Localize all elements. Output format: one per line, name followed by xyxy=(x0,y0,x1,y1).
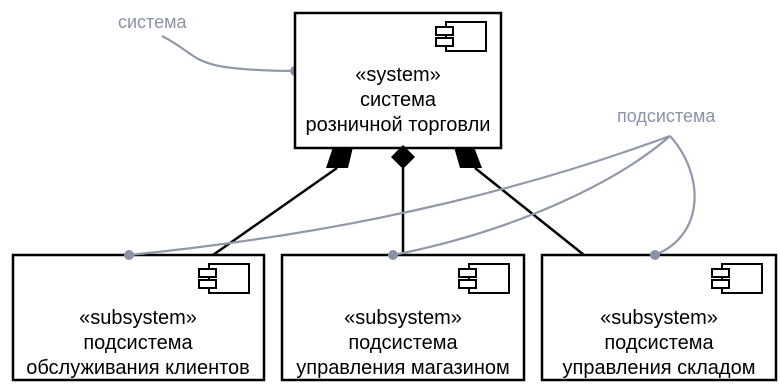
component-icon xyxy=(458,263,510,294)
subsystem-name-line1: подсистема xyxy=(604,332,714,354)
note-system-connector xyxy=(161,35,296,73)
system-box[interactable]: «system» система розничной торговли xyxy=(293,11,503,150)
note-subsystem-anchor xyxy=(388,250,398,260)
subsystem-stereotype: «subsystem» xyxy=(344,307,462,329)
subsystem-box-clients[interactable]: «subsystem» подсистема обслуживания клие… xyxy=(11,253,266,382)
subsystem-name-line1: подсистема xyxy=(348,332,458,354)
subsystem-name-line2: обслуживания клиентов xyxy=(26,357,250,379)
note-system-label: система xyxy=(118,12,187,32)
subsystem-stereotype: «subsystem» xyxy=(79,307,197,329)
component-icon xyxy=(435,21,487,52)
subsystem-name-line1: подсистема xyxy=(83,332,193,354)
composition-diamond-center xyxy=(391,145,415,169)
note-subsystem-anchor xyxy=(124,250,134,260)
system-name-line1: система xyxy=(360,89,437,111)
component-icon xyxy=(198,263,250,294)
subsystem-stereotype: «subsystem» xyxy=(600,307,718,329)
component-icon xyxy=(711,263,763,294)
subsystem-box-store[interactable]: «subsystem» подсистема управления магази… xyxy=(280,253,526,382)
composition-end-right xyxy=(454,147,482,168)
system-stereotype: «system» xyxy=(355,64,441,86)
note-subsystem-anchor xyxy=(650,250,660,260)
note-subsystem-label: подсистема xyxy=(617,106,716,126)
subsystem-name-line2: управления складом xyxy=(563,357,756,379)
subsystem-name-line2: управления магазином xyxy=(296,357,510,379)
composition-end-left xyxy=(326,147,353,168)
note-subsystem-connectors xyxy=(128,134,696,257)
subsystem-box-warehouse[interactable]: «subsystem» подсистема управления складо… xyxy=(540,253,778,382)
system-name-line2: розничной торговли xyxy=(306,114,491,136)
composition-relations xyxy=(212,166,585,257)
